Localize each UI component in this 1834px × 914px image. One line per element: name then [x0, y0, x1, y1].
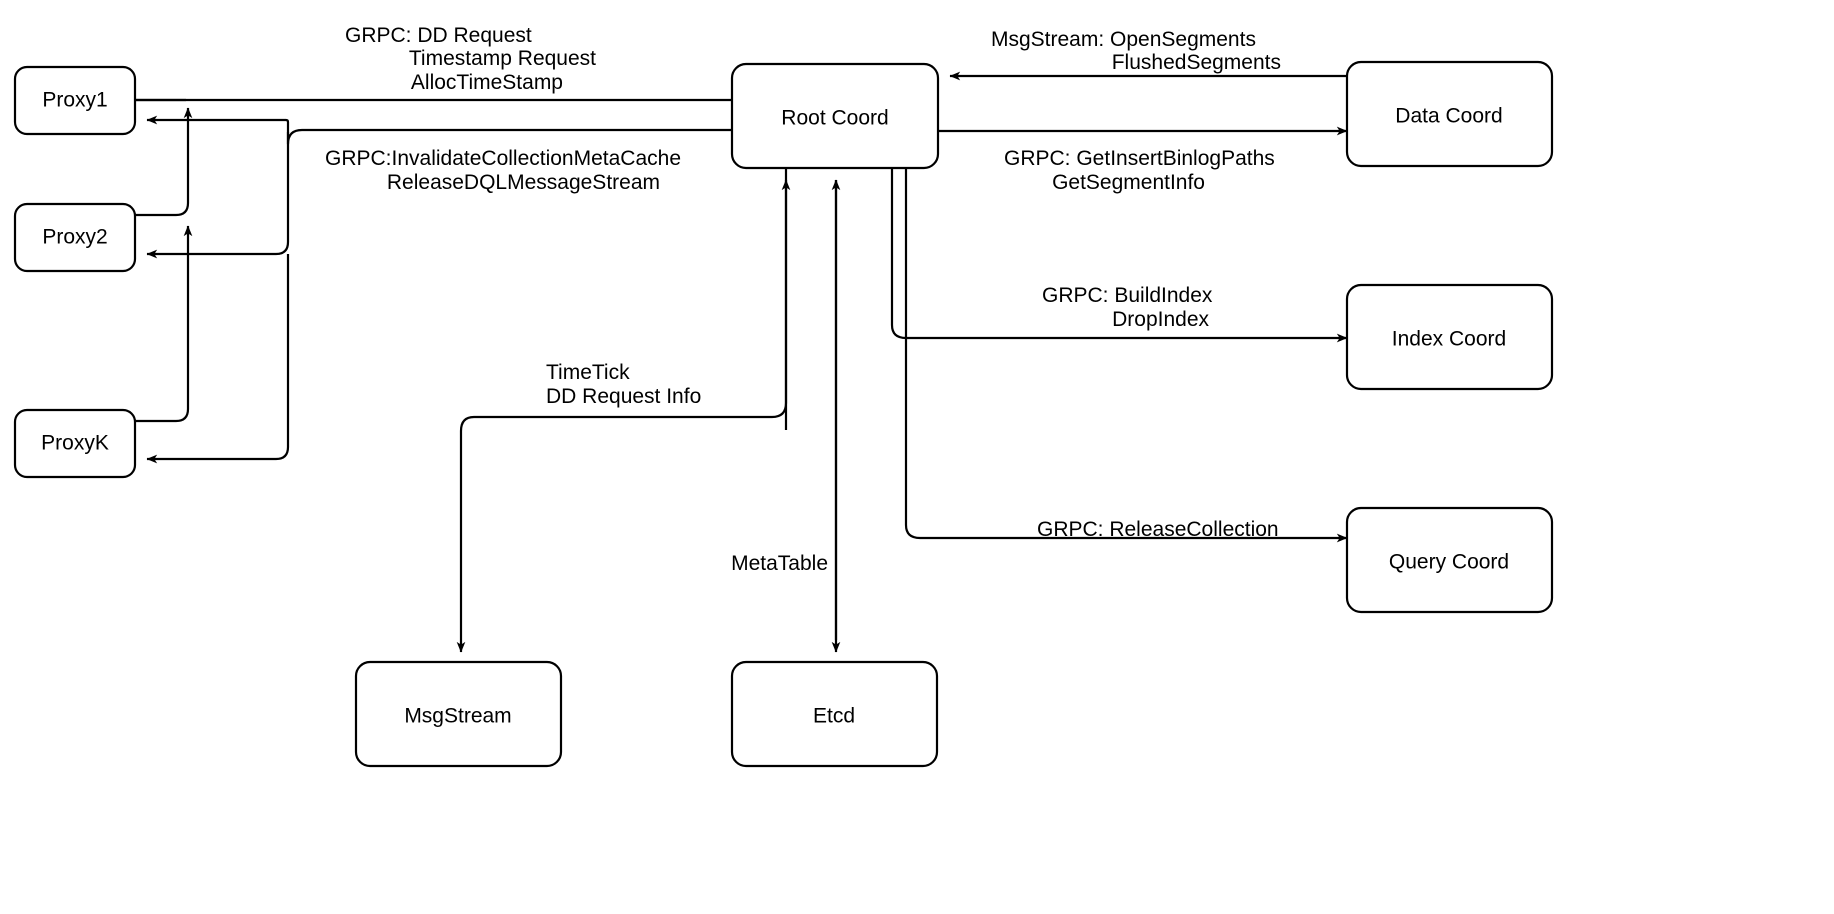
node-root-coord[interactable]: Root Coord: [730, 62, 940, 170]
node-proxy2-box[interactable]: [13, 202, 137, 273]
label-datacoord-to-root: MsgStream: OpenSegments FlushedSegments: [991, 28, 1281, 74]
edge-line-root-to-querycoord: [904, 168, 1348, 543]
label-root-to-proxy: GRPC:InvalidateCollectionMetaCache Relea…: [325, 147, 681, 194]
node-etcd-box[interactable]: [730, 660, 939, 768]
node-root-coord-label: Root Coord: [781, 107, 888, 130]
label-root-to-etcd-line1: MetaTable: [731, 552, 828, 575]
label-root-to-proxy-line1: GRPC:InvalidateCollectionMetaCache: [325, 147, 681, 170]
edge-line-root-to-proxy2: [146, 132, 290, 259]
label-root-to-datacoord-line2: GetSegmentInfo: [1052, 171, 1205, 194]
node-query-coord-box[interactable]: [1345, 506, 1554, 614]
node-msgstream[interactable]: MsgStream: [354, 660, 563, 768]
edge-proxyk-to-bus: [135, 225, 193, 423]
edge-line-root-to-proxy1: [146, 115, 732, 146]
edge-line-root-to-msgstream: [456, 168, 788, 653]
node-data-coord-box[interactable]: [1345, 60, 1554, 168]
node-proxy1-label: Proxy1: [42, 89, 107, 112]
label-root-to-indexcoord-line1: GRPC: BuildIndex: [1042, 284, 1213, 307]
label-proxy-to-root-line1: GRPC: DD Request: [345, 24, 532, 47]
edge-line-proxyk-riser: [135, 225, 193, 423]
node-data-coord[interactable]: Data Coord: [1345, 60, 1554, 168]
node-index-coord-label: Index Coord: [1392, 328, 1506, 351]
node-proxy2-label: Proxy2: [42, 226, 107, 249]
node-etcd-label: Etcd: [813, 705, 855, 728]
edge-rootcoord-to-msgstream: [456, 168, 788, 653]
label-root-to-msgstream-line1: TimeTick: [546, 361, 630, 384]
label-root-to-msgstream: TimeTick DD Request Info: [546, 361, 701, 408]
edge-line-root-to-proxyk: [146, 254, 290, 464]
node-query-coord-label: Query Coord: [1389, 551, 1509, 574]
node-query-coord[interactable]: Query Coord: [1345, 506, 1554, 614]
edge-rootcoord-to-querycoord: [904, 168, 1348, 543]
label-root-to-datacoord-line1: GRPC: GetInsertBinlogPaths: [1004, 147, 1275, 170]
label-root-to-querycoord: GRPC: ReleaseCollection: [1037, 518, 1279, 541]
node-etcd[interactable]: Etcd: [730, 660, 939, 768]
label-root-to-indexcoord: GRPC: BuildIndex DropIndex: [1042, 284, 1213, 331]
label-proxy-to-root-line3: AllocTimeStamp: [411, 71, 563, 94]
node-proxy1[interactable]: Proxy1: [13, 65, 137, 136]
edge-rootcoord-to-proxyk: [146, 254, 290, 464]
label-root-to-datacoord: GRPC: GetInsertBinlogPaths GetSegmentInf…: [1004, 147, 1275, 194]
node-proxyk-box[interactable]: [13, 408, 137, 479]
label-root-to-querycoord-line1: GRPC: ReleaseCollection: [1037, 518, 1279, 541]
edge-proxy2-to-bus: [135, 107, 193, 217]
node-proxy2[interactable]: Proxy2: [13, 202, 137, 273]
edge-rootcoord-to-proxy1: [146, 115, 732, 146]
label-proxy-to-root-line2: Timestamp Request: [409, 47, 596, 70]
node-msgstream-label: MsgStream: [404, 705, 511, 728]
label-datacoord-to-root-line2: FlushedSegments: [1112, 51, 1281, 74]
edge-rootcoord-to-proxy2: [146, 132, 290, 259]
label-root-to-proxy-line2: ReleaseDQLMessageStream: [387, 171, 660, 194]
label-proxy-to-root: GRPC: DD Request Timestamp Request Alloc…: [345, 24, 596, 94]
label-root-to-indexcoord-line2: DropIndex: [1112, 308, 1209, 331]
node-root-coord-box[interactable]: [730, 62, 940, 170]
edge-line-proxy2-riser: [135, 107, 193, 217]
node-data-coord-label: Data Coord: [1395, 105, 1502, 128]
label-datacoord-to-root-line1: MsgStream: OpenSegments: [991, 28, 1256, 51]
label-root-to-msgstream-line2: DD Request Info: [546, 385, 701, 408]
label-root-to-etcd: MetaTable: [731, 552, 828, 575]
node-index-coord[interactable]: Index Coord: [1345, 283, 1554, 391]
node-index-coord-box[interactable]: [1345, 283, 1554, 391]
node-msgstream-box[interactable]: [354, 660, 563, 768]
node-proxyk-label: ProxyK: [41, 432, 109, 455]
node-proxy1-box[interactable]: [13, 65, 137, 136]
node-proxyk[interactable]: ProxyK: [13, 408, 137, 479]
